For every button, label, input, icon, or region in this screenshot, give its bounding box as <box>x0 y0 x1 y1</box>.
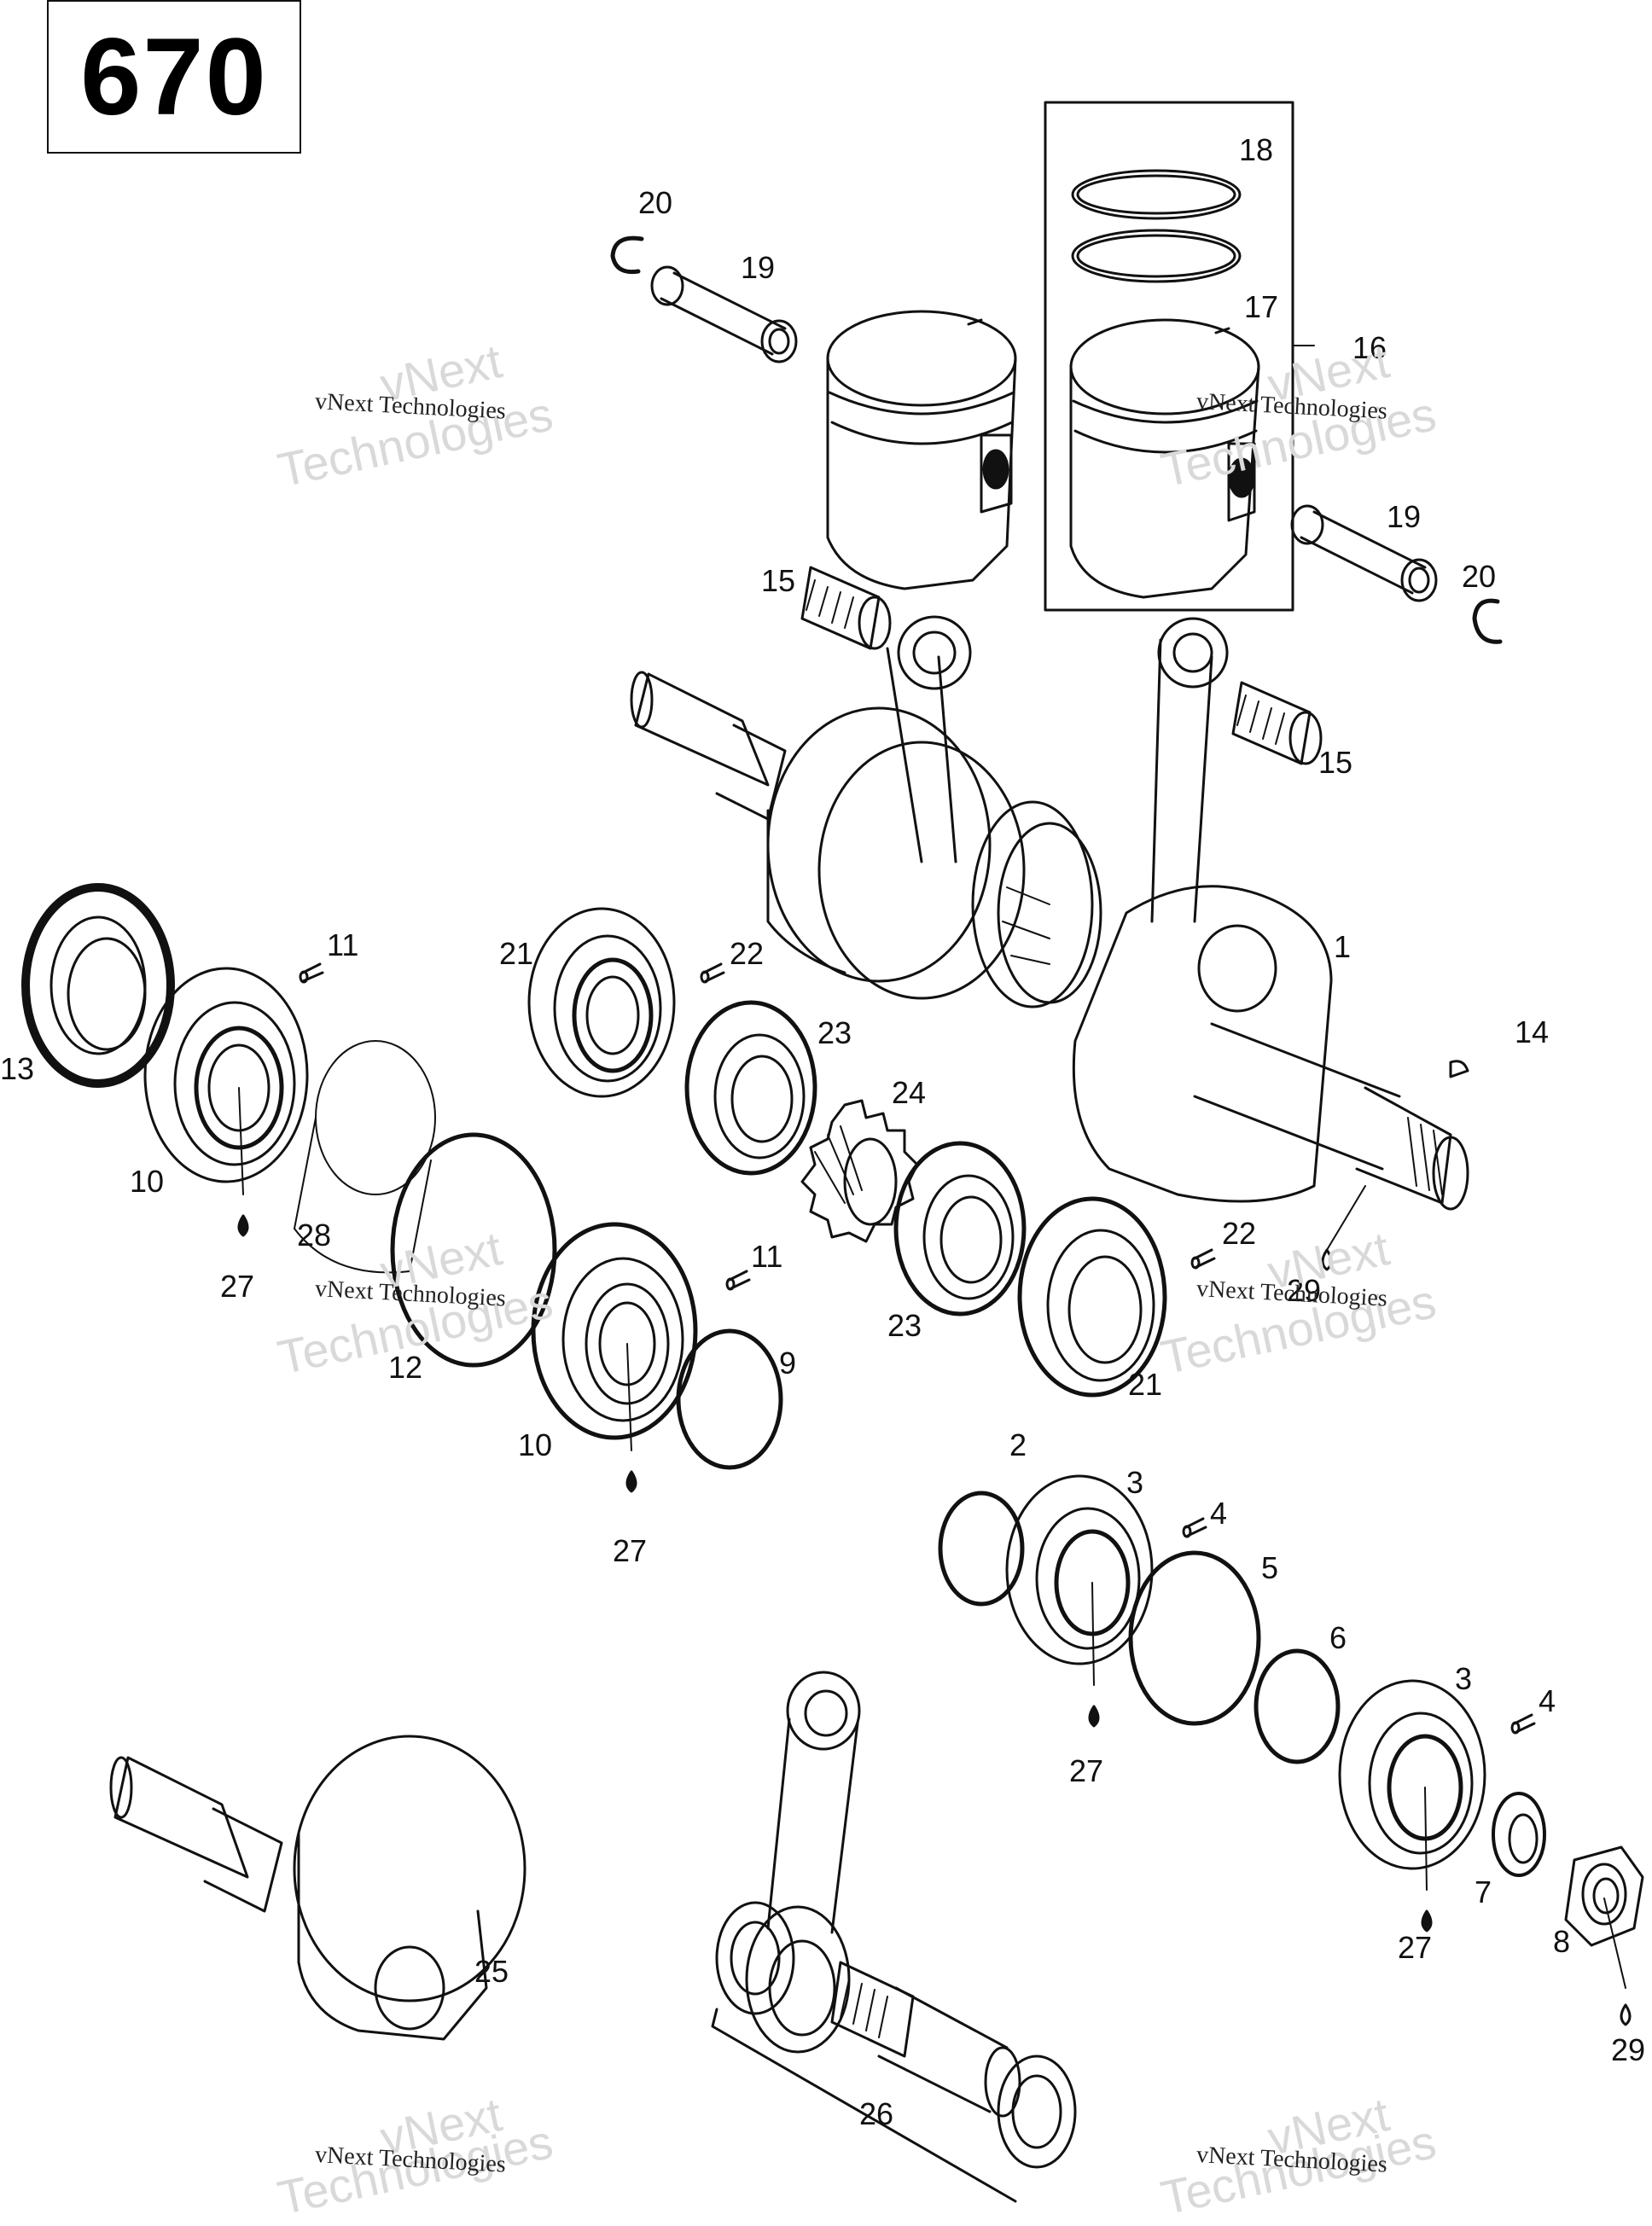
seal-23-upper <box>684 1000 817 1176</box>
grease-drop-icon <box>1421 1909 1433 1932</box>
callout-3: 3 <box>1126 1465 1144 1500</box>
needle-bearing-left <box>800 566 892 650</box>
nut-8 <box>1564 1845 1644 1947</box>
callout-18: 18 <box>1239 132 1274 167</box>
pin-22-lower <box>1190 1248 1216 1270</box>
pin-22-upper <box>700 962 725 984</box>
grease-drop-icons <box>237 1214 1632 2026</box>
callout-23: 23 <box>817 1015 852 1050</box>
ball-bearing-21-upper <box>527 907 676 1098</box>
piston-rings <box>1071 169 1242 283</box>
oil-drop-icon <box>1321 1248 1333 1271</box>
oil-seal-left <box>21 883 175 1088</box>
oil-drop-icon <box>1620 2003 1632 2026</box>
callout-26: 26 <box>859 2096 894 2131</box>
callout-20: 20 <box>1462 559 1497 594</box>
callout-3: 3 <box>1455 1661 1473 1696</box>
callout-27: 27 <box>613 1533 648 1568</box>
grease-drop-icon <box>1088 1705 1100 1728</box>
callout-23: 23 <box>887 1308 922 1343</box>
callout-8: 8 <box>1553 1924 1571 1959</box>
callout-27: 27 <box>1069 1753 1104 1788</box>
pin-4-upper <box>1182 1517 1207 1538</box>
callout-17: 17 <box>1244 289 1279 324</box>
callout-27: 27 <box>1398 1930 1433 1965</box>
washer-7 <box>1492 1792 1546 1877</box>
connecting-rod-26 <box>711 1671 1077 2203</box>
woodruff-key <box>1449 1060 1469 1078</box>
callout-29: 29 <box>1611 2032 1646 2067</box>
callout-22: 22 <box>730 936 765 971</box>
callout-10: 10 <box>518 1427 553 1462</box>
grease-drop-icon <box>625 1470 637 1493</box>
piston-kit-frame <box>1044 101 1294 612</box>
crankshaft-half-25 <box>109 1735 526 2041</box>
callout-7: 7 <box>1475 1874 1492 1909</box>
callout-11: 11 <box>327 927 359 962</box>
ring-2 <box>938 1491 1025 1607</box>
seal-23-lower <box>893 1141 1027 1316</box>
callout-9: 9 <box>779 1345 797 1380</box>
callout-13: 13 <box>0 1051 35 1086</box>
callout-21: 21 <box>1128 1367 1163 1402</box>
callout-19: 19 <box>741 250 776 285</box>
circlip-left <box>610 235 644 275</box>
callout-4: 4 <box>1210 1496 1228 1531</box>
crankshaft-assembly <box>630 615 1469 1211</box>
ball-bearing-10-upper <box>143 967 309 1183</box>
callout-29: 29 <box>1287 1273 1322 1308</box>
callout-15: 15 <box>1318 745 1353 780</box>
callout-19: 19 <box>1387 499 1422 534</box>
needle-bearing-right <box>1231 681 1323 765</box>
ring-9 <box>676 1328 783 1470</box>
callout-27: 27 <box>220 1269 255 1304</box>
callout-25: 25 <box>474 1954 509 1989</box>
model-number: 670 <box>80 15 268 138</box>
grease-drop-icon <box>237 1214 249 1237</box>
callout-14: 14 <box>1515 1014 1550 1049</box>
callout-28: 28 <box>297 1218 332 1252</box>
callout-10: 10 <box>130 1164 165 1199</box>
o-ring-5 <box>1128 1550 1261 1726</box>
callout-22: 22 <box>1222 1216 1257 1251</box>
callout-15: 15 <box>761 563 796 598</box>
pin-11-lower <box>725 1270 751 1291</box>
callout-1: 1 <box>1334 929 1352 964</box>
pin-4-lower <box>1510 1713 1536 1735</box>
callout-6: 6 <box>1329 1620 1347 1655</box>
ring-6 <box>1254 1648 1341 1764</box>
wrist-pin-left <box>650 265 798 363</box>
callout-12: 12 <box>388 1350 423 1385</box>
callout-5: 5 <box>1261 1550 1279 1585</box>
pin-11-upper <box>299 962 324 984</box>
ball-bearing-10-lower <box>531 1222 698 1440</box>
piston-right <box>1069 318 1260 599</box>
ball-bearing-21-lower <box>1017 1196 1167 1398</box>
ball-bearing-3-lower <box>1338 1679 1486 1870</box>
o-ring-12 <box>390 1132 557 1368</box>
circlip-right <box>1472 598 1503 644</box>
callout-20: 20 <box>638 185 673 220</box>
leader-lines <box>238 345 1626 1989</box>
callout-16: 16 <box>1352 330 1387 365</box>
callout-11: 11 <box>751 1239 783 1274</box>
callout-4: 4 <box>1539 1683 1556 1718</box>
gear-24 <box>800 1099 919 1243</box>
wrist-pin-right <box>1290 504 1438 602</box>
callout-2: 2 <box>1009 1427 1027 1462</box>
model-number-box: 670 <box>47 0 301 154</box>
callout-21: 21 <box>499 936 534 971</box>
piston-left <box>826 310 1017 590</box>
callout-24: 24 <box>892 1075 927 1110</box>
